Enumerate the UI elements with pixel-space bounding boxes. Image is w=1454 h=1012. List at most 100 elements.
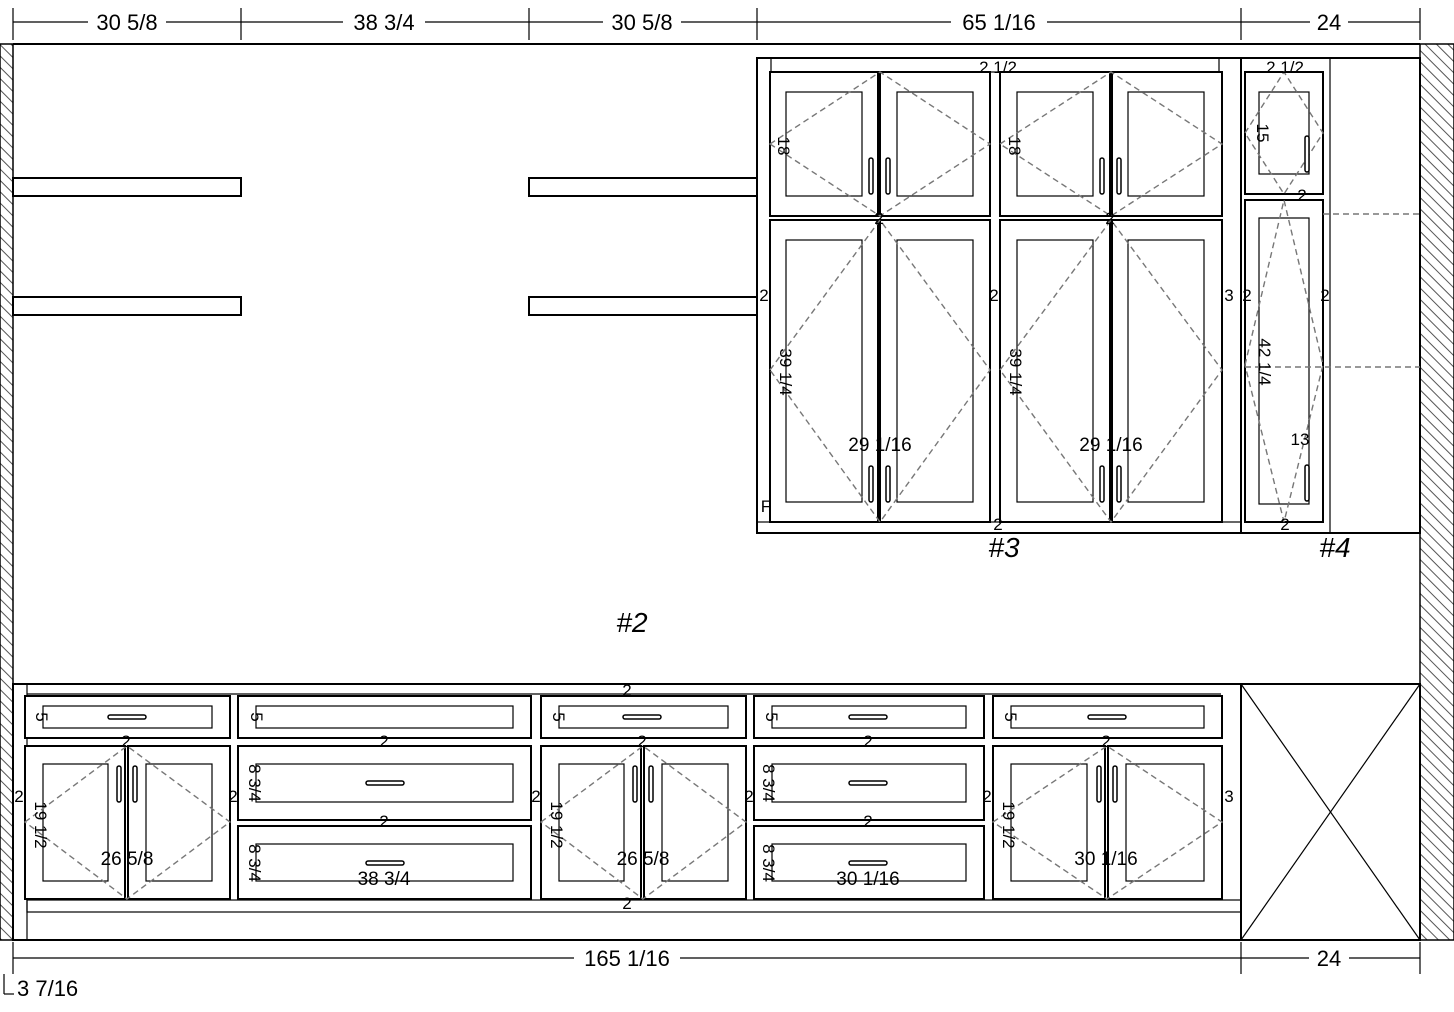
door-handle bbox=[885, 465, 891, 503]
label-base-width-3: 26 5/8 bbox=[617, 849, 670, 870]
drawer-pull bbox=[848, 860, 888, 866]
label-rail-4b: 2 bbox=[863, 812, 872, 831]
label-base-width-2: 38 3/4 bbox=[358, 869, 411, 890]
label-drawer-4: 5 bbox=[762, 712, 781, 721]
door-handle bbox=[1112, 765, 1118, 803]
door-handle bbox=[1116, 157, 1122, 195]
upper-cabinet-3: 2 1/2 18 18 2 2 2 2 3 39 1/4 39 1/4 29 1… bbox=[756, 57, 1242, 534]
label-base-width-4: 30 1/16 bbox=[836, 869, 899, 890]
tag-tall: #4 bbox=[1319, 532, 1350, 563]
shelf-left-upper bbox=[12, 177, 242, 197]
label-rail-1: 2 bbox=[121, 732, 130, 751]
left-wall-hatch bbox=[0, 43, 14, 941]
drawer-pull bbox=[365, 860, 405, 866]
bottom-dim-1: 165 1/16 bbox=[584, 946, 670, 971]
drawer-pull bbox=[107, 714, 147, 720]
label-filler: F bbox=[761, 497, 771, 516]
label-drawer-1: 5 bbox=[32, 712, 51, 721]
drawer-pull bbox=[1087, 714, 1127, 720]
label-width-2: 29 1/16 bbox=[1079, 435, 1142, 456]
upper-door-pair-left bbox=[768, 71, 992, 217]
door-handle bbox=[116, 765, 122, 803]
shelf-right-upper bbox=[528, 177, 758, 197]
base-section-1 bbox=[23, 695, 232, 900]
label-lower-door-1: 39 1/4 bbox=[776, 348, 795, 395]
door-handle bbox=[885, 157, 891, 195]
top-dim-2: 38 3/4 bbox=[353, 10, 414, 35]
door-handle bbox=[868, 465, 874, 503]
label-rail-mid-2: 2 bbox=[1105, 209, 1114, 228]
base-section-4 bbox=[753, 695, 985, 900]
top-dimension-line: 30 5/8 38 3/4 30 5/8 65 1/16 24 bbox=[12, 8, 1421, 40]
label-tall-bottom: 2 bbox=[1280, 515, 1289, 534]
door-handle bbox=[132, 765, 138, 803]
base-cabinet-run: 2 2 5 5 5 5 5 2 2 2 2 2 2 2 2 2 2 2 2 3 … bbox=[12, 681, 1242, 941]
open-shelves bbox=[12, 177, 758, 316]
label-lower-door-2: 39 1/4 bbox=[1006, 348, 1025, 395]
label-bottom-rail: 2 bbox=[993, 515, 1002, 534]
label-door-height-1: 19 1/2 bbox=[31, 801, 50, 848]
door-handle bbox=[1099, 157, 1105, 195]
label-drawer-height-2a: 8 3/4 bbox=[245, 764, 264, 802]
appliance-space bbox=[1240, 683, 1421, 941]
label-top-rail: 2 1/2 bbox=[979, 58, 1017, 77]
label-rail-mid-1: 2 bbox=[874, 209, 883, 228]
top-dim-3: 30 5/8 bbox=[611, 10, 672, 35]
label-door-height-5: 19 1/2 bbox=[999, 801, 1018, 848]
label-rail-3: 2 bbox=[637, 732, 646, 751]
label-drawer-5: 5 bbox=[1001, 712, 1020, 721]
label-stile-right: 3 bbox=[1224, 286, 1233, 305]
bottom-dim-2: 24 bbox=[1317, 946, 1341, 971]
label-tall-width: 13 bbox=[1291, 430, 1310, 449]
label-tall-upper: 15 bbox=[1253, 124, 1272, 143]
top-dim-4: 65 1/16 bbox=[962, 10, 1035, 35]
bottom-dimension-line: 165 1/16 24 3 7/16 bbox=[3, 942, 1421, 1001]
label-width-1: 29 1/16 bbox=[848, 435, 911, 456]
label-base-width-5: 30 1/16 bbox=[1074, 849, 1137, 870]
label-tall-top-rail: 2 1/2 bbox=[1266, 58, 1304, 77]
label-rail-5: 2 bbox=[1101, 732, 1110, 751]
label-door-height-3: 19 1/2 bbox=[547, 801, 566, 848]
drawer-pull bbox=[365, 780, 405, 786]
lower-door-pair-right bbox=[999, 218, 1223, 524]
door-handle bbox=[1304, 464, 1310, 502]
label-drawer-height-2b: 8 3/4 bbox=[245, 844, 264, 882]
offset-dimension: 3 7/16 bbox=[17, 976, 78, 1001]
base-section-5 bbox=[991, 695, 1224, 900]
door-handle bbox=[1099, 465, 1105, 503]
label-drawer-height-4b: 8 3/4 bbox=[759, 844, 778, 882]
drawer-pull bbox=[622, 714, 662, 720]
label-rail-2b: 2 bbox=[379, 812, 388, 831]
label-stile-5: 2 bbox=[982, 787, 991, 806]
label-stile-mid: 2 bbox=[989, 286, 998, 305]
door-handle bbox=[632, 765, 638, 803]
right-wall-hatch bbox=[1419, 43, 1454, 941]
label-base-bottom-rail: 2 bbox=[622, 894, 631, 913]
label-drawer-3: 5 bbox=[549, 712, 568, 721]
label-rail-2: 2 bbox=[379, 732, 388, 751]
label-drawer-2: 5 bbox=[247, 712, 266, 721]
tag-base: #2 bbox=[616, 607, 648, 638]
label-tall-stile-right: 2 bbox=[1320, 286, 1329, 305]
base-section-3 bbox=[539, 695, 748, 900]
label-upper-door-1: 18 bbox=[774, 137, 793, 156]
label-base-top-rail: 2 bbox=[622, 681, 631, 700]
label-stile-1: 2 bbox=[14, 787, 23, 806]
label-stile-4: 2 bbox=[744, 787, 753, 806]
label-base-width-1: 26 5/8 bbox=[101, 849, 154, 870]
drawer-pull bbox=[848, 714, 888, 720]
door-handle bbox=[1116, 465, 1122, 503]
label-stile-left: 2 bbox=[759, 286, 768, 305]
label-stile-2: 2 bbox=[228, 787, 237, 806]
tall-cabinet-4: 2 1/2 15 2 2 2 42 1/4 13 2 bbox=[1240, 57, 1421, 534]
base-section-2 bbox=[237, 695, 532, 900]
door-handle bbox=[868, 157, 874, 195]
label-stile-end: 3 bbox=[1224, 787, 1233, 806]
drawer-pull bbox=[848, 780, 888, 786]
label-tall-stile-left: 2 bbox=[1242, 286, 1251, 305]
label-tall-mid-rail: 2 bbox=[1297, 186, 1306, 205]
door-handle bbox=[1096, 765, 1102, 803]
lower-door-pair-left bbox=[769, 218, 991, 524]
label-tall-lower: 42 1/4 bbox=[1255, 338, 1274, 385]
